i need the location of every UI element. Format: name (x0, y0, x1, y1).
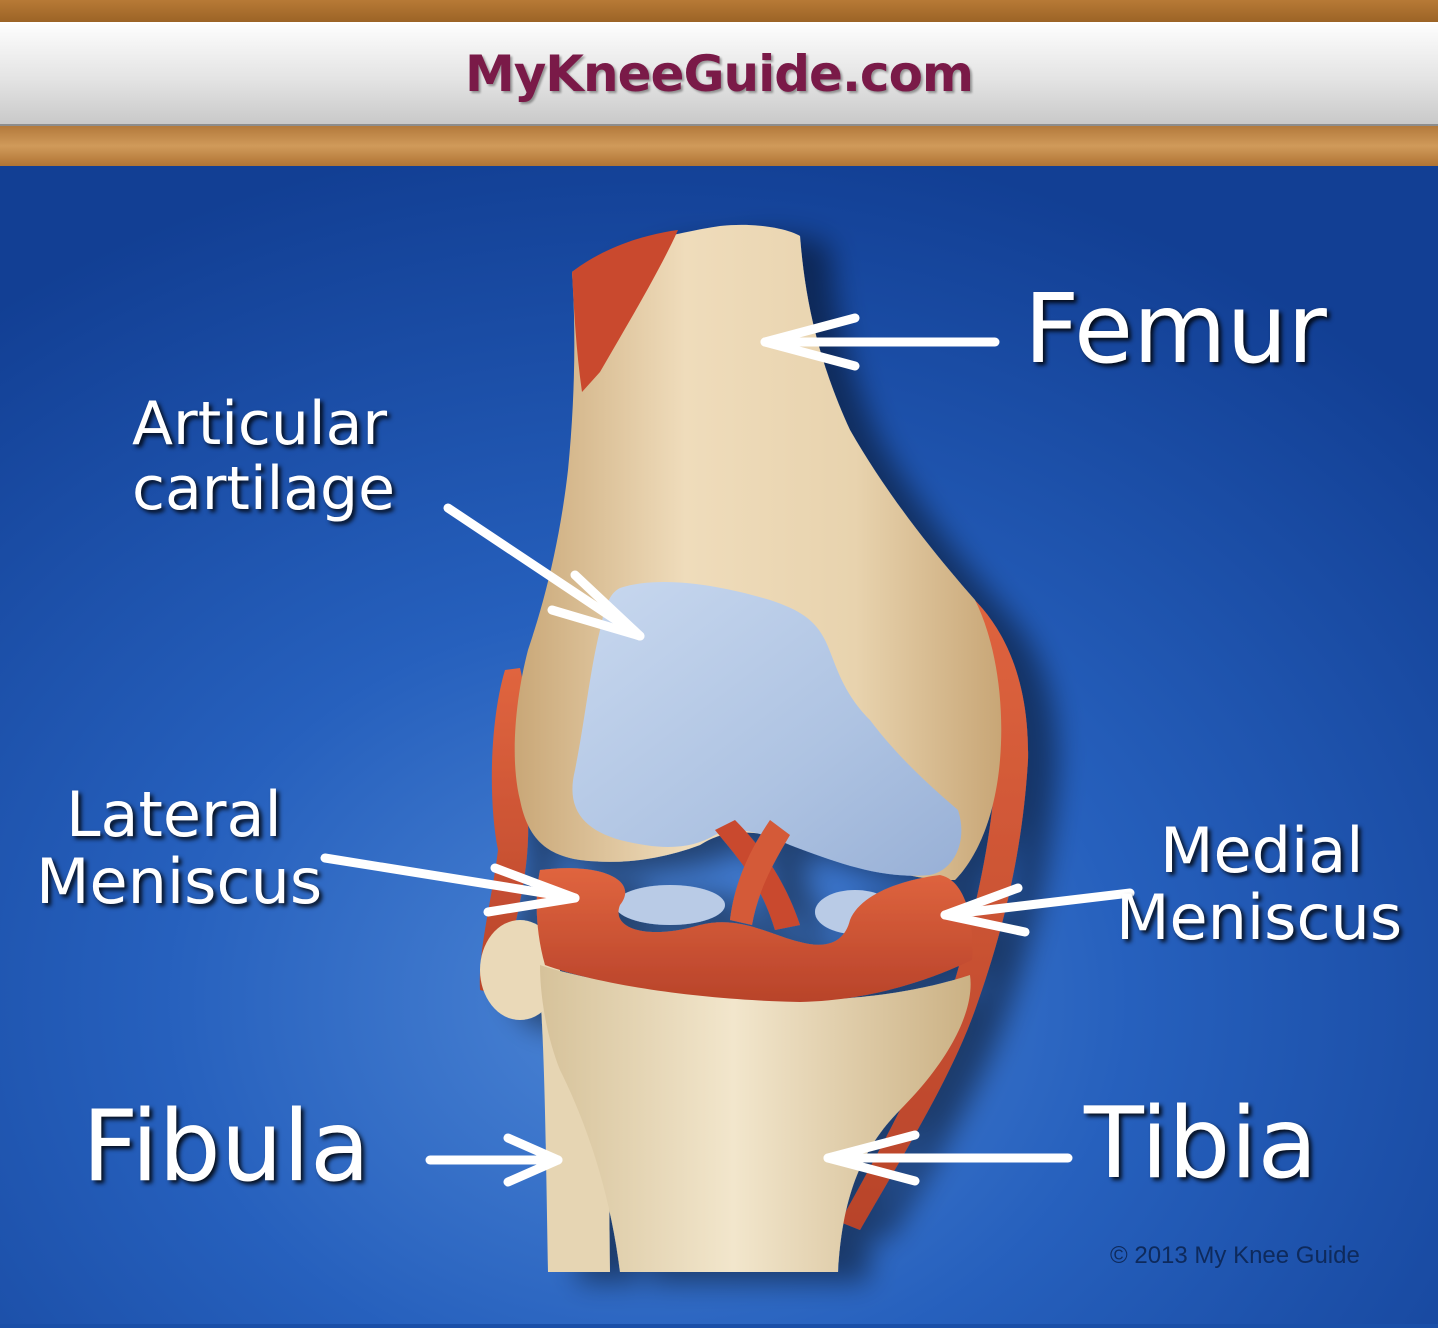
copyright-text: © 2013 My Knee Guide (1110, 1242, 1360, 1269)
fibula-arrow-head (503, 1133, 563, 1187)
header-bottom-stripe (0, 126, 1438, 166)
site-title[interactable]: MyKneeGuide.com (464, 45, 974, 103)
medial-arrow-shaft (940, 888, 1135, 920)
label-medial-line2: Meniscus (1116, 880, 1403, 954)
label-tibia: Tibia (1084, 1087, 1318, 1201)
articular-arrow-shaft (443, 503, 645, 641)
label-articular-cartilage: Articular cartilage (132, 392, 395, 522)
label-medial-meniscus: Medial Meniscus (1116, 814, 1403, 954)
label-femur: Femur (1024, 273, 1327, 385)
header-top-stripe (0, 0, 1438, 22)
articular-cartilage (572, 581, 962, 876)
tibia-bone (540, 965, 971, 1272)
lateral-arrow-shaft (320, 853, 580, 903)
label-arrows (320, 313, 1135, 1187)
knee-model (479, 224, 1029, 1272)
knee-illustration (0, 166, 1438, 1324)
label-lateral-line2: Meniscus (36, 844, 323, 918)
knee-diagram (0, 166, 1438, 1324)
header-bar (0, 22, 1438, 126)
tibia-arrow-head (823, 1130, 920, 1186)
label-articular-line2: cartilage (132, 453, 396, 524)
label-medial-line1: Medial (1160, 814, 1364, 887)
label-articular-line1: Articular (132, 389, 388, 459)
label-fibula: Fibula (82, 1090, 371, 1204)
articular-arrow-head (547, 570, 645, 641)
lateral-arrow-head (483, 863, 580, 917)
fibula-head (480, 920, 560, 1020)
label-lateral-line1: Lateral (66, 778, 282, 851)
femur-arrow-head (760, 313, 860, 371)
meniscus-band (536, 868, 973, 1002)
medial-arrow-head (940, 883, 1030, 937)
cruciate-ligament-2 (730, 820, 790, 925)
lateral-plateau-cartilage (615, 885, 725, 925)
quadriceps-tendon (572, 230, 678, 392)
label-lateral-meniscus: Lateral Meniscus (36, 778, 323, 918)
